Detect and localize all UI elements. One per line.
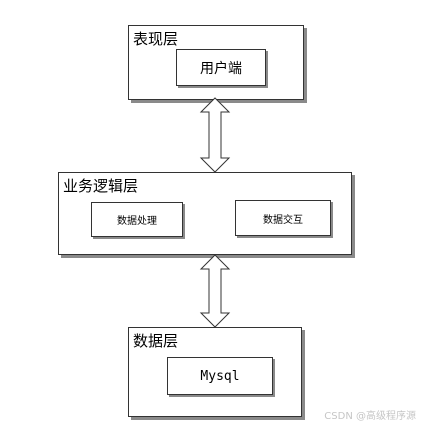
mysql-box: Mysql: [167, 357, 273, 395]
business-logic-layer-title: 业务逻辑层: [63, 177, 139, 195]
business-logic-layer: 业务逻辑层 数据处理 数据交互: [58, 172, 352, 255]
data-layer-title: 数据层: [133, 332, 179, 350]
presentation-layer-title: 表现层: [133, 30, 179, 48]
presentation-layer: 表现层 用户端: [128, 25, 304, 100]
data-layer: 数据层 Mysql: [128, 327, 302, 417]
watermark-text: CSDN @高级程序源: [324, 411, 416, 422]
client-box: 用户端: [176, 49, 266, 86]
double-arrow-top: [199, 97, 231, 173]
data-processing-box: 数据处理: [91, 202, 183, 237]
data-interaction-box: 数据交互: [235, 200, 331, 236]
double-arrow-bottom: [199, 254, 231, 328]
